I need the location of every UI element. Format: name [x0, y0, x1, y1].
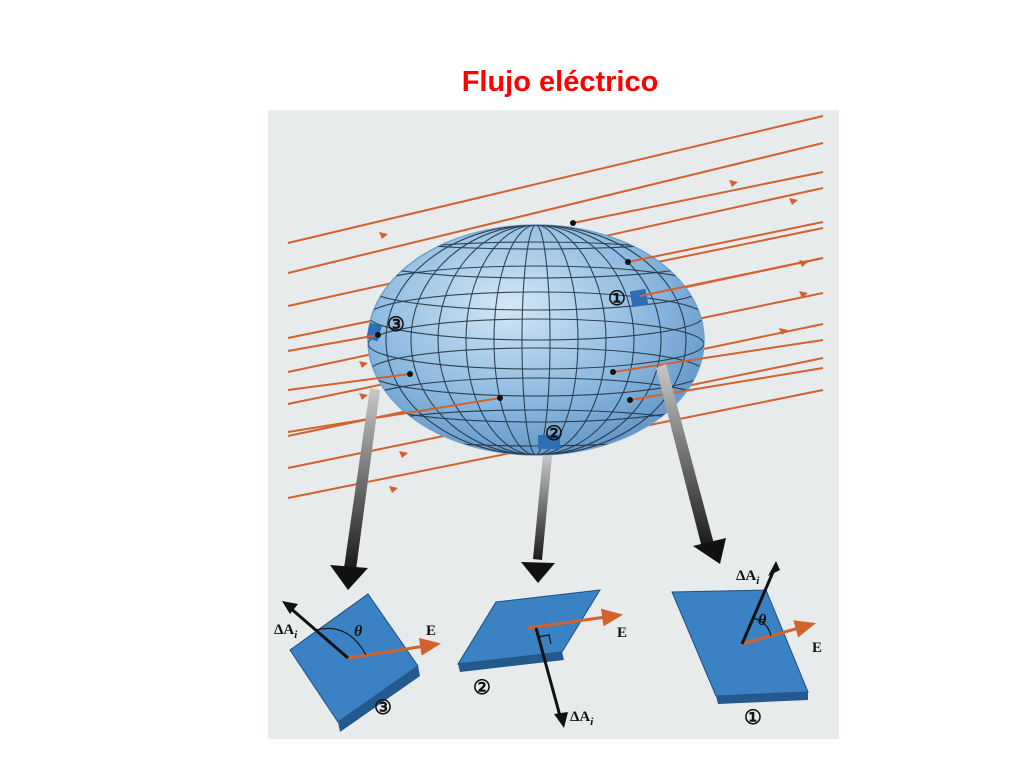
surface-point [610, 369, 616, 375]
field-arrowhead [729, 180, 738, 187]
callout-arrow-1 [656, 364, 726, 564]
surface-point [570, 220, 576, 226]
surface-patch-1 [629, 288, 649, 308]
field-line-front [627, 221, 824, 263]
field-line-front [572, 171, 824, 224]
patch-3-detail [282, 593, 441, 732]
callout-arrow-2 [521, 455, 555, 583]
patch-3-area-label: ΔAi [274, 622, 298, 641]
field-arrowhead [359, 393, 368, 400]
patch-2-field-label: E [617, 625, 627, 641]
patch-1-detail [671, 561, 816, 704]
field-arrowhead [799, 291, 808, 298]
field-arrowhead [779, 328, 788, 335]
patch-3-angle-label: θ [354, 623, 363, 640]
patch-2-area-label: ΔAi [570, 709, 594, 728]
field-line-front [639, 257, 824, 297]
field-line-front [612, 339, 824, 373]
field-line-front [287, 397, 501, 433]
field-line [287, 142, 824, 274]
patch-2-detail [457, 589, 623, 728]
surface-point [375, 332, 381, 338]
field-line-front [287, 334, 379, 352]
callout-arrow-3 [330, 388, 380, 590]
patch-1-angle-label: θ [758, 612, 767, 629]
patch-3-number: ③ [374, 697, 392, 719]
patch-label-1: ① [608, 288, 626, 310]
field-arrowhead [359, 361, 368, 368]
electric-flux-figure: ① ③ ② ΔAi θ E ③ E ② ΔAi [268, 110, 839, 739]
field-line [287, 115, 824, 244]
slide-title: Flujo eléctrico [461, 66, 659, 98]
gaussian-surface-ellipsoid [366, 224, 705, 456]
field-arrowhead [389, 486, 398, 493]
surface-point [627, 397, 633, 403]
field-line-front [629, 367, 824, 401]
patch-label-3: ③ [387, 314, 405, 336]
field-arrowhead [379, 232, 388, 239]
field-arrowhead [399, 451, 408, 458]
patch-1-number: ① [744, 707, 762, 729]
patch-2-number: ② [473, 677, 491, 699]
surface-point [407, 371, 413, 377]
field-arrowhead [789, 198, 798, 205]
field-line-front [287, 373, 411, 391]
surface-point [625, 259, 631, 265]
patch-1-area-label: ΔAi [736, 568, 760, 587]
surface-point [497, 395, 503, 401]
surface-patch-2 [538, 435, 560, 449]
patch-1-field-label: E [812, 640, 822, 656]
patch-label-2: ② [545, 423, 563, 445]
patch-3-field-label: E [426, 623, 436, 639]
